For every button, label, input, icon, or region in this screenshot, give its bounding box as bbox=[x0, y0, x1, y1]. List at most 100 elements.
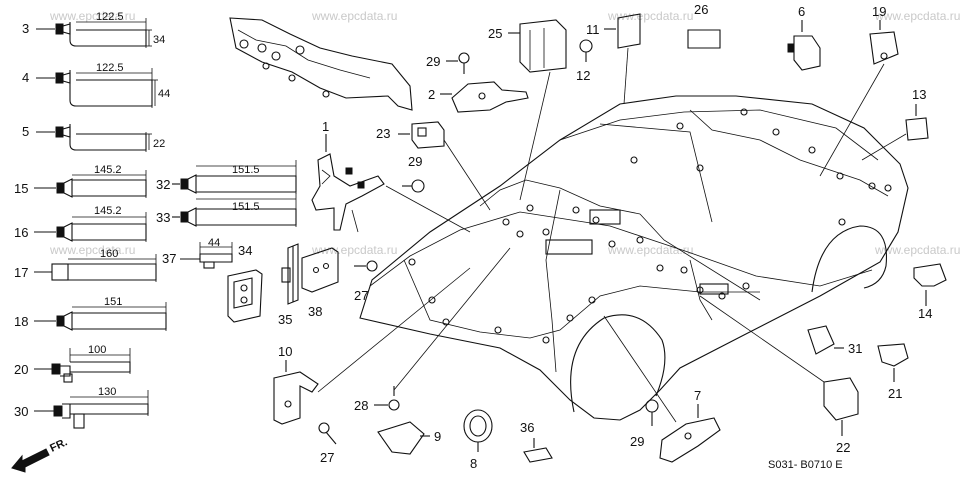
part-label-32: 32 bbox=[156, 177, 170, 192]
dim-122-5: 122.5 bbox=[96, 11, 124, 23]
part-29-bolt: 29 bbox=[630, 399, 659, 449]
part-2-bracket: 2 bbox=[428, 81, 529, 113]
part-3-clip: 3 122.5 34 bbox=[22, 11, 165, 48]
part-10-bracket: 10 bbox=[273, 267, 471, 425]
part-label-36: 36 bbox=[520, 420, 534, 435]
dim-145-2: 145.2 bbox=[94, 205, 122, 217]
part-5-clip: 5 22 bbox=[22, 124, 165, 152]
dim-44: 44 bbox=[208, 237, 220, 249]
part-label-29: 29 bbox=[630, 434, 644, 449]
front-label: FR. bbox=[48, 436, 69, 454]
harness-overlay bbox=[403, 108, 892, 373]
part-30-clip: 30 130 bbox=[14, 386, 149, 429]
part-label-34: 34 bbox=[238, 243, 252, 258]
part-34-bracket: 34 bbox=[227, 243, 263, 323]
dim-151-5: 151.5 bbox=[232, 201, 260, 213]
part-8-grommet: 8 bbox=[463, 409, 493, 471]
dim-160: 160 bbox=[100, 248, 118, 260]
part-16-clip: 16 145.2 bbox=[14, 205, 147, 242]
dim-34: 34 bbox=[153, 34, 165, 46]
part-label-20: 20 bbox=[14, 362, 28, 377]
part-label-37: 37 bbox=[162, 251, 176, 266]
part-36-clip: 36 bbox=[520, 420, 553, 463]
part-label-26: 26 bbox=[694, 2, 708, 17]
part-38-bracket: 38 bbox=[301, 247, 339, 319]
dim-145-2: 145.2 bbox=[94, 164, 122, 176]
part-35-bracket: 35 bbox=[278, 243, 299, 327]
part-6-sensor: 6 bbox=[787, 4, 821, 71]
watermark-text: www.epcdata.ru bbox=[607, 9, 693, 23]
part-12-bolt: 12 bbox=[576, 39, 593, 83]
dim-151: 151 bbox=[104, 296, 122, 308]
watermark-text: www.epcdata.ru bbox=[311, 243, 397, 257]
part-20-clip: 20 100 bbox=[14, 344, 131, 383]
part-25-relay: 25 bbox=[488, 19, 567, 201]
part-label-8: 8 bbox=[470, 456, 477, 471]
part-32-clip: 32 151.5 bbox=[156, 160, 297, 194]
part-label-30: 30 bbox=[14, 404, 28, 419]
part-29-bolt: 29 bbox=[402, 154, 425, 193]
part-label-13: 13 bbox=[912, 87, 926, 102]
part-23-connector: 23 bbox=[376, 121, 491, 211]
part-label-23: 23 bbox=[376, 126, 390, 141]
part-label-21: 21 bbox=[888, 386, 902, 401]
part-37-clip: 37 44 bbox=[162, 237, 233, 269]
part-1-main-harness: 1 bbox=[311, 119, 471, 233]
part-label-17: 17 bbox=[14, 265, 28, 280]
part-label-5: 5 bbox=[22, 124, 29, 139]
part-label-27: 27 bbox=[354, 288, 368, 303]
dim-44: 44 bbox=[158, 88, 170, 100]
part-label-1: 1 bbox=[322, 119, 329, 134]
part-4-clip: 4 122.5 44 bbox=[22, 62, 170, 108]
part-label-31: 31 bbox=[848, 341, 862, 356]
dim-151-5: 151.5 bbox=[232, 164, 260, 176]
dim-22: 22 bbox=[153, 138, 165, 150]
part-7-bracket: 7 bbox=[603, 315, 721, 463]
part-11-label: 11 bbox=[586, 13, 641, 105]
part-label-12: 12 bbox=[576, 68, 590, 83]
part-label-15: 15 bbox=[14, 181, 28, 196]
part-label-38: 38 bbox=[308, 304, 322, 319]
part-28-bolt: 28 bbox=[354, 247, 511, 413]
dim-130: 130 bbox=[98, 386, 116, 398]
part-label-4: 4 bbox=[22, 70, 29, 85]
dash-harness-top bbox=[229, 17, 413, 111]
part-label-27: 27 bbox=[320, 450, 334, 465]
part-label-25: 25 bbox=[488, 26, 502, 41]
part-label-16: 16 bbox=[14, 225, 28, 240]
part-15-clip: 15 145.2 bbox=[14, 164, 147, 198]
part-label-33: 33 bbox=[156, 210, 170, 225]
part-label-29: 29 bbox=[408, 154, 422, 169]
part-18-clip: 18 151 bbox=[14, 296, 167, 331]
part-label-29: 29 bbox=[426, 54, 440, 69]
part-19-bracket: 19 bbox=[819, 4, 899, 177]
part-31-clip: 31 bbox=[807, 325, 862, 356]
watermark-text: www.epcdata.ru bbox=[49, 9, 135, 23]
part-label-35: 35 bbox=[278, 312, 292, 327]
part-label-22: 22 bbox=[836, 440, 850, 455]
part-label-3: 3 bbox=[22, 21, 29, 36]
part-9-clip: 9 bbox=[377, 421, 441, 455]
part-label-11: 11 bbox=[586, 22, 600, 37]
part-17-clip: 17 160 bbox=[14, 248, 157, 282]
part-27-bolt: 27 bbox=[354, 260, 378, 303]
watermark-text: www.epcdata.ru bbox=[49, 243, 135, 257]
part-21-clip: 21 bbox=[877, 343, 909, 401]
part-26-sheet: 26 bbox=[687, 2, 721, 49]
watermarks: www.epcdata.ru www.epcdata.ru www.epcdat… bbox=[49, 9, 960, 257]
part-27-bolt: 27 bbox=[318, 422, 337, 465]
diagram-code: S031- B0710 E bbox=[768, 459, 843, 471]
part-29-bolt: 29 bbox=[426, 52, 470, 74]
watermark-text: www.epcdata.ru bbox=[311, 9, 397, 23]
watermark-text: www.epcdata.ru bbox=[874, 243, 960, 257]
car-body bbox=[359, 95, 909, 421]
part-label-7: 7 bbox=[694, 388, 701, 403]
dim-122-5: 122.5 bbox=[96, 62, 124, 74]
part-label-19: 19 bbox=[872, 4, 886, 19]
part-label-14: 14 bbox=[918, 306, 932, 321]
part-22-relay: 22 bbox=[699, 295, 859, 455]
watermark-text: www.epcdata.ru bbox=[874, 9, 960, 23]
part-label-10: 10 bbox=[278, 344, 292, 359]
